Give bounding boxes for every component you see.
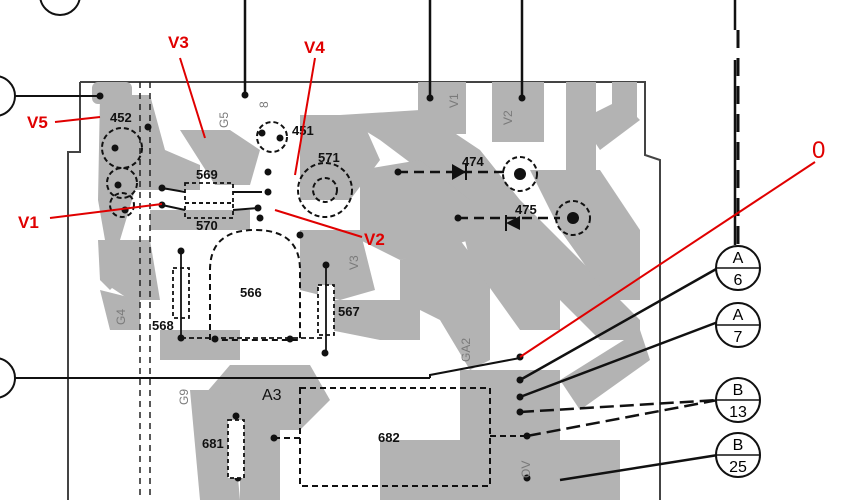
trace-ga2: GA2 (459, 338, 473, 362)
component-474 (398, 156, 538, 192)
label-474: 474 (462, 154, 484, 169)
connector-a6-number: 6 (734, 272, 743, 289)
annotation-zero: 0 (812, 137, 825, 164)
connector-b13: B 13 (715, 377, 761, 423)
connector-a7: A 7 (715, 302, 761, 348)
connector-b13-number: 13 (729, 404, 747, 421)
trace-ov: OV (519, 461, 533, 478)
connector-wires (519, 266, 719, 482)
trace-g5: G5 (217, 112, 231, 128)
trace-v1: V1 (447, 93, 461, 108)
annotation-v2: V2 (364, 230, 385, 249)
trace-v2: V2 (501, 110, 515, 125)
label-569: 569 (196, 167, 218, 182)
label-567: 567 (338, 304, 360, 319)
label-571: 571 (318, 150, 340, 165)
label-a3: A3 (262, 387, 282, 404)
label-452: 452 (110, 110, 132, 125)
copper-traces (92, 82, 650, 500)
trace-g4: G4 (114, 309, 128, 325)
label-570: 570 (196, 218, 218, 233)
connector-b13-letter: B (733, 382, 744, 399)
annotation-v4: V4 (304, 38, 325, 57)
annotation-v3: V3 (168, 33, 189, 52)
red-annotation-labels: V5 V3 V4 V1 V2 0 (18, 33, 825, 249)
label-681: 681 (202, 436, 224, 451)
component-452-outline (101, 127, 143, 218)
connector-a7-letter: A (733, 307, 744, 324)
red-annotation-lines (49, 57, 816, 358)
label-568: 568 (152, 318, 174, 333)
component-682 (299, 387, 491, 487)
connector-a6-letter: A (733, 250, 744, 267)
component-681 (227, 419, 245, 479)
component-571-outline (297, 162, 353, 218)
connector-b25-letter: B (733, 437, 744, 454)
component-451-outline (256, 121, 288, 153)
connector-a6: A 6 (715, 245, 761, 291)
wire-to-ga2 (429, 357, 521, 378)
connector-b25-number: 25 (729, 459, 747, 476)
connector-a7-number: 7 (734, 329, 743, 346)
label-566: 566 (240, 285, 262, 300)
annotation-v1: V1 (18, 213, 39, 232)
trace-g9: G9 (177, 389, 191, 405)
label-475: 475 (515, 202, 537, 217)
trace-v3: V3 (347, 255, 361, 270)
trace-labels: G5 8 V1 V2 V3 G4 G9 GA2 OV (114, 93, 533, 478)
annotation-v5: V5 (27, 113, 48, 132)
trace-8: 8 (257, 101, 271, 108)
connector-b25: B 25 (715, 432, 761, 478)
edge-rail (139, 82, 151, 500)
component-labels: 452 451 571 474 475 569 570 566 567 568 … (110, 110, 537, 451)
label-682: 682 (378, 430, 400, 445)
wires-569-570 (161, 187, 262, 211)
component-475 (458, 200, 591, 236)
